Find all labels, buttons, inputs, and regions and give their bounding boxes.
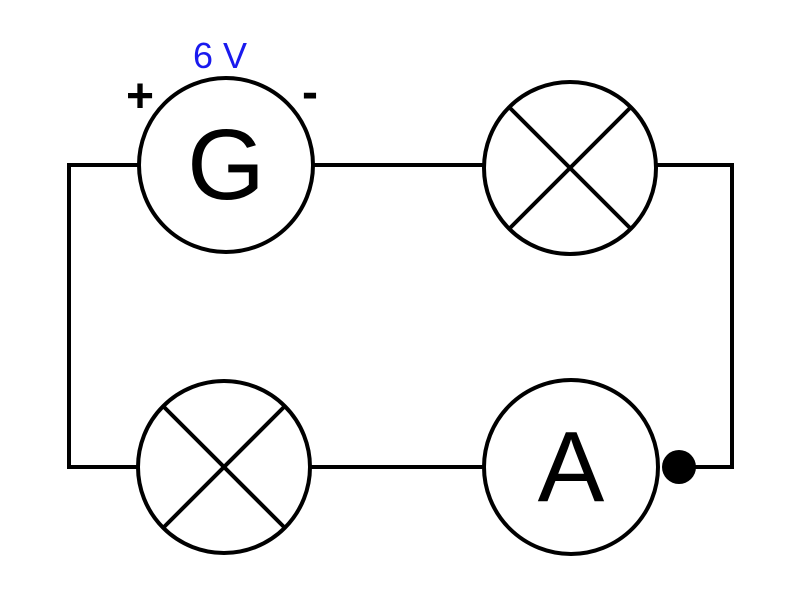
lamp-cross-line	[162, 405, 286, 529]
ammeter-letter: A	[538, 411, 605, 523]
ammeter: A	[482, 378, 660, 556]
wires	[67, 163, 734, 469]
wire-top-left	[67, 163, 138, 469]
generator: G 6 V + -	[126, 35, 318, 254]
generator-voltage-label: 6 V	[193, 35, 247, 76]
ammeter-circle	[482, 378, 660, 556]
generator-negative-terminal: -	[302, 66, 318, 119]
ammeter-terminal-dot	[662, 450, 696, 484]
generator-positive-terminal: +	[126, 70, 154, 123]
wire-right	[655, 163, 734, 469]
lamp-top-right	[482, 80, 658, 256]
lamp-cross-line	[508, 106, 632, 230]
generator-circle	[137, 76, 315, 254]
generator-letter: G	[187, 109, 265, 221]
lamp-bottom-left	[136, 379, 312, 555]
